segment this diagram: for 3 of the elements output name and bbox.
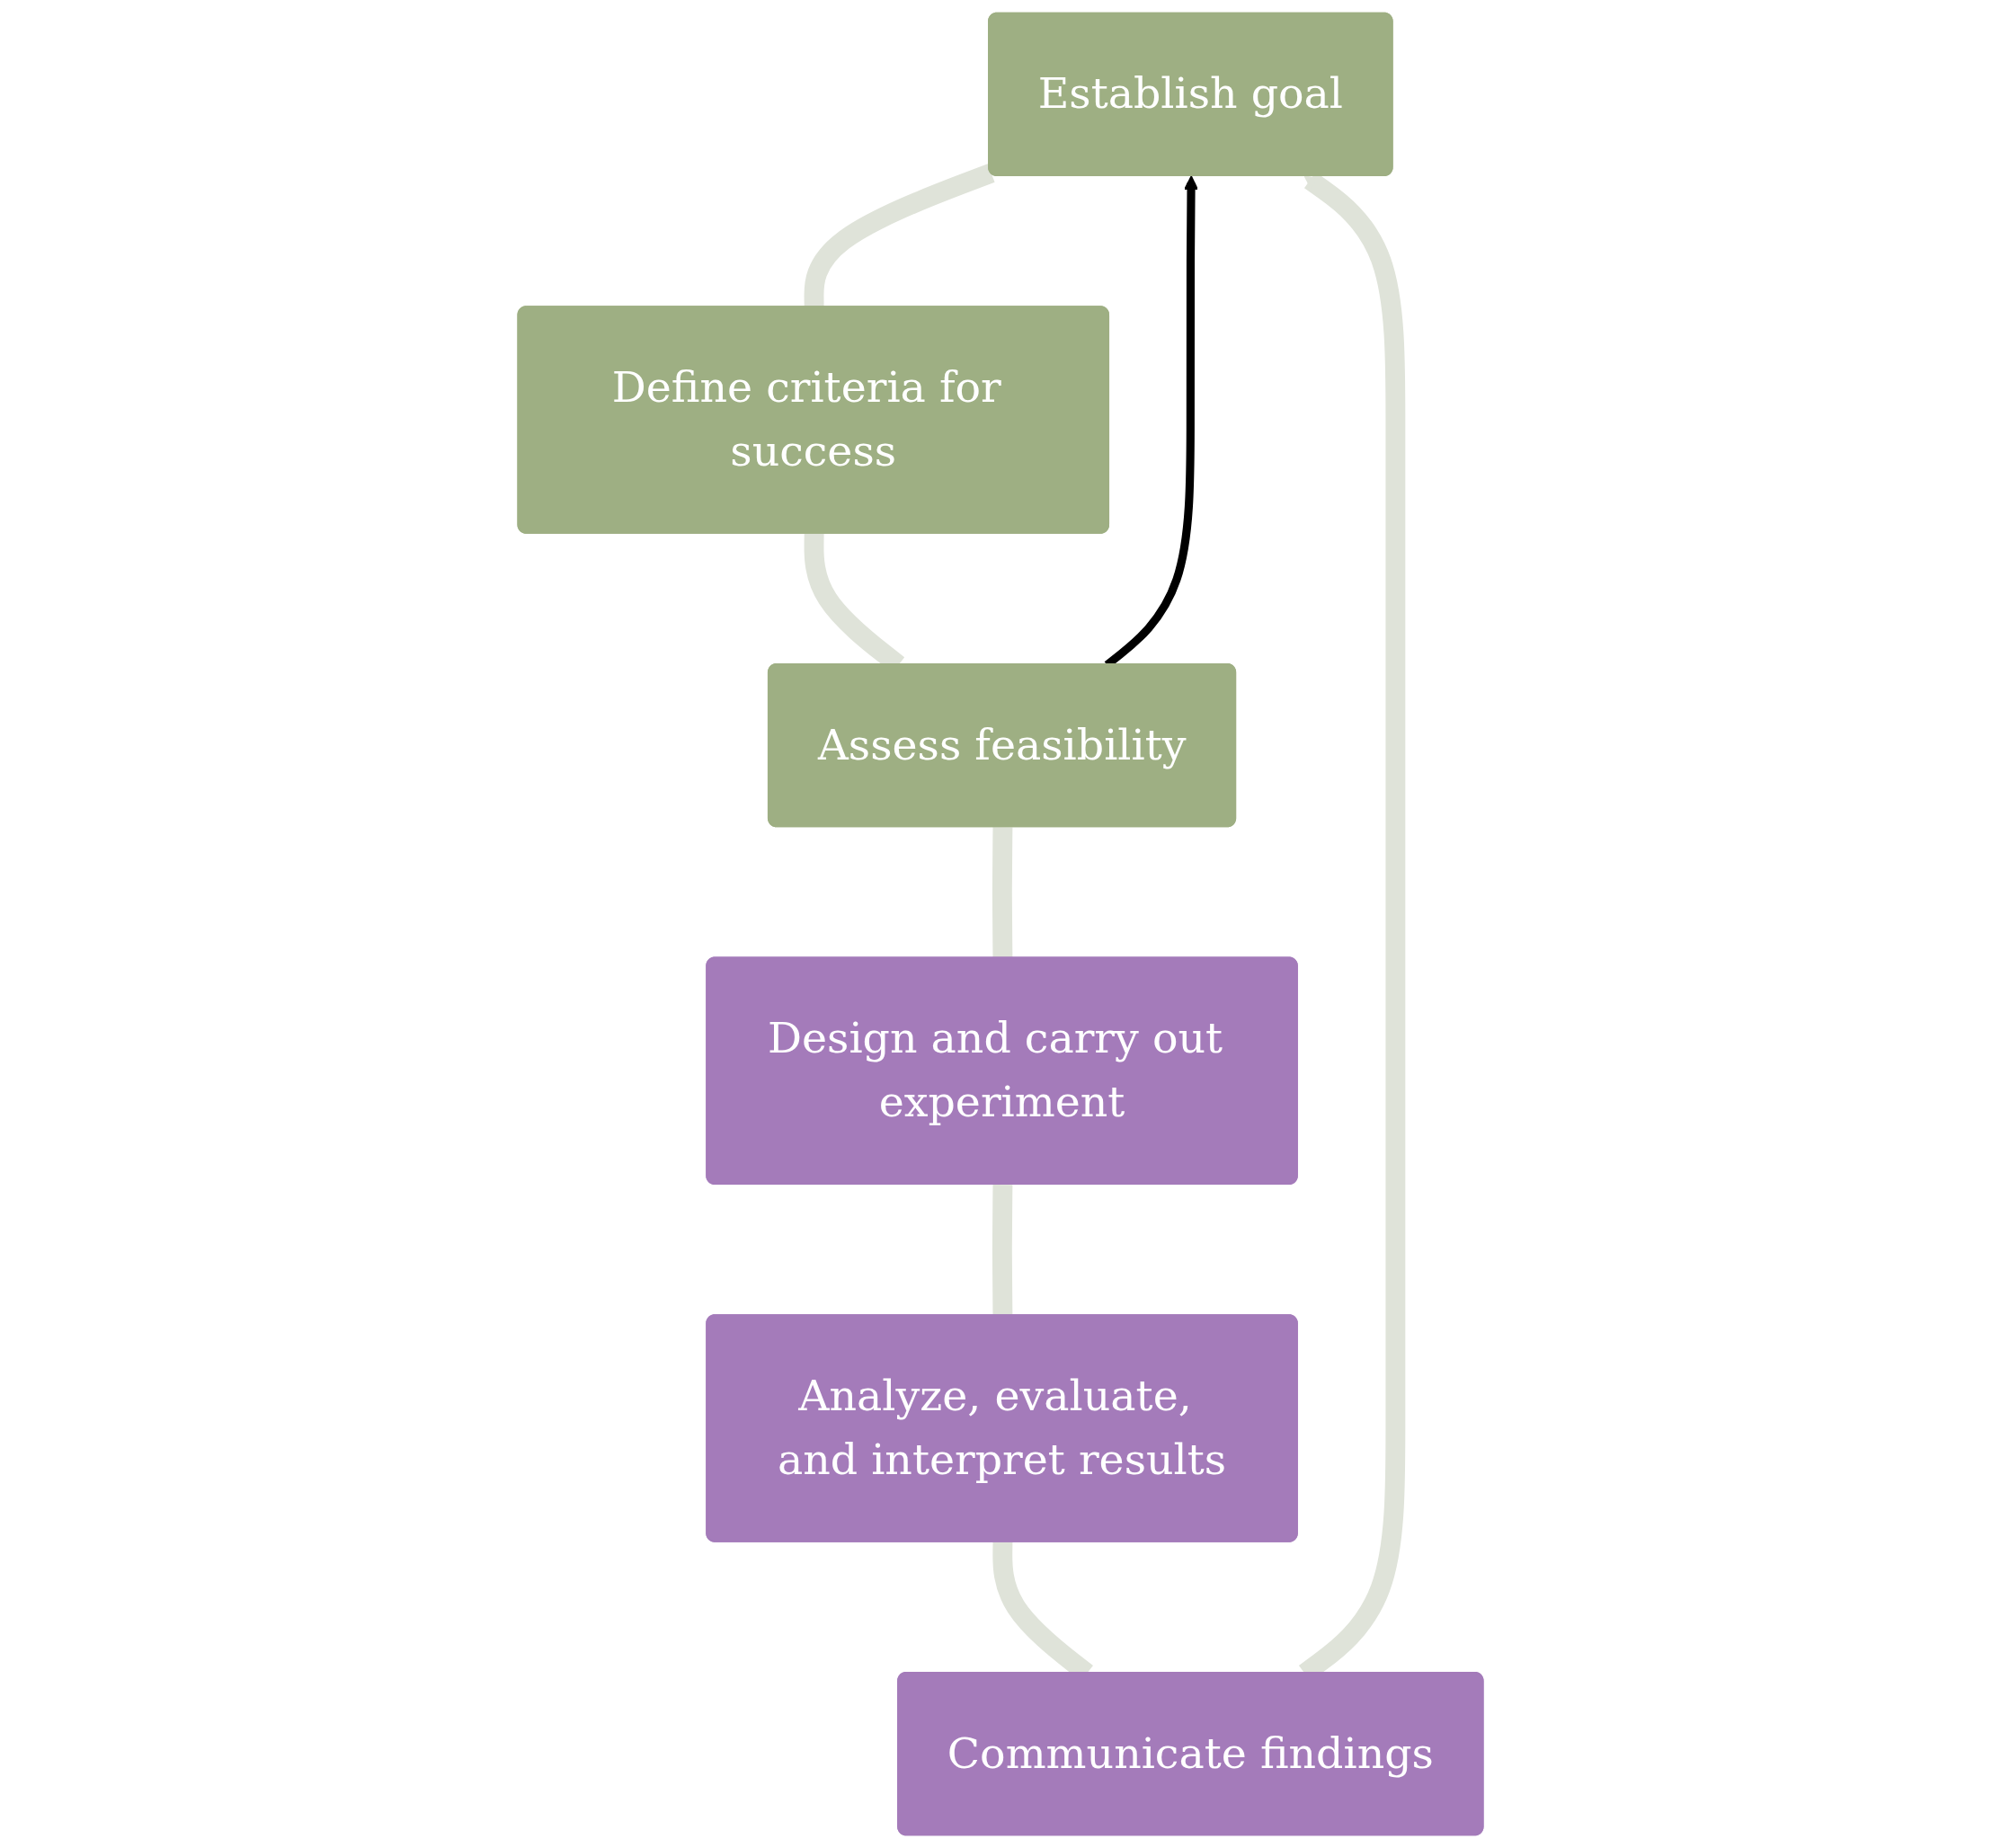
connector bbox=[992, 827, 1013, 959]
connector bbox=[992, 1184, 1013, 1317]
connector bbox=[804, 164, 995, 308]
